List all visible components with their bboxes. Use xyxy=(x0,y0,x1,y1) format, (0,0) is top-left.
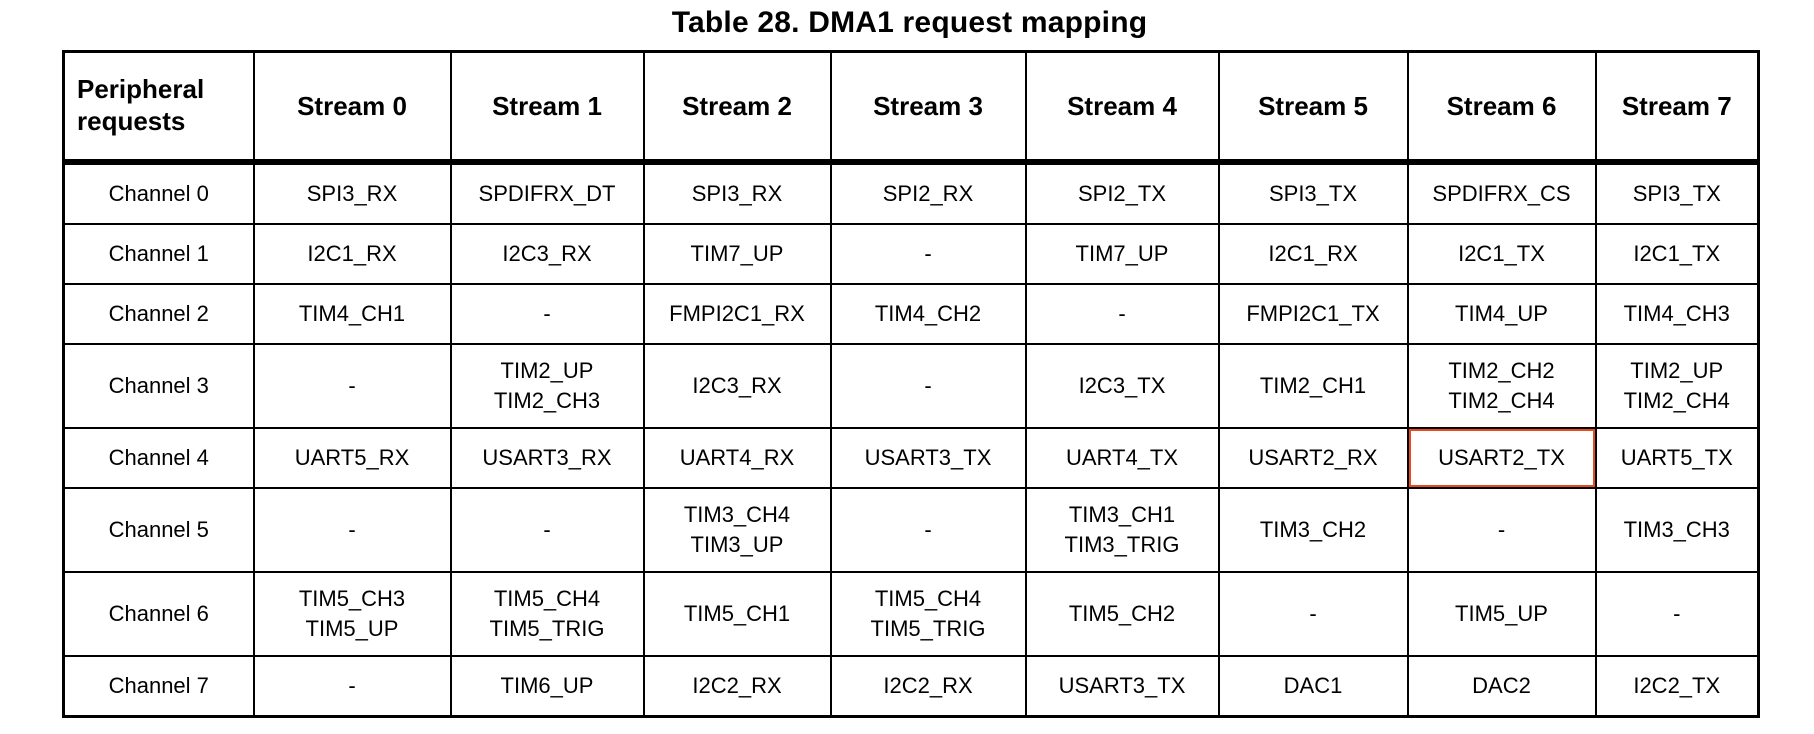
cell: DAC2 xyxy=(1406,655,1597,718)
cell: SPDIFRX_CS xyxy=(1406,161,1597,225)
column-header-stream-5: Stream 5 xyxy=(1217,50,1409,165)
corner-header-peripheral-requests: Peripheral requests xyxy=(62,50,255,165)
row-label: Channel 0 xyxy=(62,161,255,225)
cell: TIM7_UP xyxy=(642,223,832,285)
cell: UART4_TX xyxy=(1024,427,1220,489)
table-title: Table 28. DMA1 request mapping xyxy=(671,6,1148,39)
cell: I2C3_RX xyxy=(449,223,645,285)
cell: - xyxy=(1594,571,1760,657)
highlighted-cell-usart2-tx: USART2_TX xyxy=(1406,427,1597,489)
column-header-stream-6: Stream 6 xyxy=(1406,50,1597,165)
cell: - xyxy=(829,487,1027,573)
cell: - xyxy=(252,343,452,429)
row-label: Channel 2 xyxy=(62,283,255,345)
cell: TIM5_CH4 TIM5_TRIG xyxy=(829,571,1027,657)
dma1-request-mapping-table: Peripheral requests Stream 0 Stream 1 St… xyxy=(62,50,1760,718)
cell: TIM4_CH2 xyxy=(829,283,1027,345)
cell: UART4_RX xyxy=(642,427,832,489)
table-row-channel-6: Channel 6 TIM5_CH3 TIM5_UP TIM5_CH4 TIM5… xyxy=(62,571,1760,657)
cell: UART5_TX xyxy=(1594,427,1760,489)
cell: SPI3_RX xyxy=(642,161,832,225)
cell: SPI3_TX xyxy=(1594,161,1760,225)
cell: - xyxy=(449,487,645,573)
table-row-channel-3: Channel 3 - TIM2_UP TIM2_CH3 I2C3_RX - I… xyxy=(62,343,1760,429)
cell: TIM5_CH4 TIM5_TRIG xyxy=(449,571,645,657)
cell: TIM2_UP TIM2_CH3 xyxy=(449,343,645,429)
cell: SPI3_RX xyxy=(252,161,452,225)
column-header-stream-7: Stream 7 xyxy=(1594,50,1760,165)
cell: SPI3_TX xyxy=(1217,161,1409,225)
cell: I2C2_RX xyxy=(829,655,1027,718)
table-row-channel-4: Channel 4 UART5_RX USART3_RX UART4_RX US… xyxy=(62,427,1760,489)
cell: TIM7_UP xyxy=(1024,223,1220,285)
table-row-channel-5: Channel 5 - - TIM3_CH4 TIM3_UP - TIM3_CH… xyxy=(62,487,1760,573)
cell: - xyxy=(1024,283,1220,345)
cell: TIM4_CH1 xyxy=(252,283,452,345)
cell: TIM5_CH1 xyxy=(642,571,832,657)
cell: TIM6_UP xyxy=(449,655,645,718)
cell: USART3_RX xyxy=(449,427,645,489)
cell: I2C1_TX xyxy=(1594,223,1760,285)
cell: TIM5_CH2 xyxy=(1024,571,1220,657)
column-header-stream-3: Stream 3 xyxy=(829,50,1027,165)
cell: SPI2_TX xyxy=(1024,161,1220,225)
cell: USART3_TX xyxy=(1024,655,1220,718)
cell: I2C3_TX xyxy=(1024,343,1220,429)
cell: TIM2_UP TIM2_CH4 xyxy=(1594,343,1760,429)
cell: - xyxy=(252,655,452,718)
cell: - xyxy=(449,283,645,345)
column-header-stream-4: Stream 4 xyxy=(1024,50,1220,165)
cell: TIM4_UP xyxy=(1406,283,1597,345)
cell: TIM3_CH4 TIM3_UP xyxy=(642,487,832,573)
row-label: Channel 4 xyxy=(62,427,255,489)
cell: TIM4_CH3 xyxy=(1594,283,1760,345)
table-row-channel-1: Channel 1 I2C1_RX I2C3_RX TIM7_UP - TIM7… xyxy=(62,223,1760,285)
cell: UART5_RX xyxy=(252,427,452,489)
cell: I2C2_RX xyxy=(642,655,832,718)
cell: - xyxy=(829,343,1027,429)
cell: TIM3_CH1 TIM3_TRIG xyxy=(1024,487,1220,573)
cell: TIM3_CH2 xyxy=(1217,487,1409,573)
cell: FMPI2C1_RX xyxy=(642,283,832,345)
row-label: Channel 6 xyxy=(62,571,255,657)
header-row: Peripheral requests Stream 0 Stream 1 St… xyxy=(62,50,1760,165)
cell: - xyxy=(252,487,452,573)
row-label: Channel 5 xyxy=(62,487,255,573)
row-label: Channel 7 xyxy=(62,655,255,718)
column-header-stream-1: Stream 1 xyxy=(449,50,645,165)
cell: I2C1_RX xyxy=(1217,223,1409,285)
cell: DAC1 xyxy=(1217,655,1409,718)
table-row-channel-2: Channel 2 TIM4_CH1 - FMPI2C1_RX TIM4_CH2… xyxy=(62,283,1760,345)
row-label: Channel 1 xyxy=(62,223,255,285)
table-row-channel-7: Channel 7 - TIM6_UP I2C2_RX I2C2_RX USAR… xyxy=(62,655,1760,718)
cell: TIM2_CH2 TIM2_CH4 xyxy=(1406,343,1597,429)
cell: I2C3_RX xyxy=(642,343,832,429)
cell: USART3_TX xyxy=(829,427,1027,489)
cell: - xyxy=(829,223,1027,285)
row-label: Channel 3 xyxy=(62,343,255,429)
document-page: Table 28. DMA1 request mapping Periphera… xyxy=(62,6,1760,718)
cell: SPI2_RX xyxy=(829,161,1027,225)
cell: FMPI2C1_TX xyxy=(1217,283,1409,345)
table-container: Table 28. DMA1 request mapping Periphera… xyxy=(62,6,1760,718)
column-header-stream-2: Stream 2 xyxy=(642,50,832,165)
cell: TIM2_CH1 xyxy=(1217,343,1409,429)
cell: - xyxy=(1217,571,1409,657)
cell: - xyxy=(1406,487,1597,573)
cell: TIM5_CH3 TIM5_UP xyxy=(252,571,452,657)
cell: TIM3_CH3 xyxy=(1594,487,1760,573)
cell: I2C1_RX xyxy=(252,223,452,285)
table-row-channel-0: Channel 0 SPI3_RX SPDIFRX_DT SPI3_RX SPI… xyxy=(62,161,1760,225)
cell: SPDIFRX_DT xyxy=(449,161,645,225)
cell: TIM5_UP xyxy=(1406,571,1597,657)
cell: USART2_RX xyxy=(1217,427,1409,489)
column-header-stream-0: Stream 0 xyxy=(252,50,452,165)
cell: I2C2_TX xyxy=(1594,655,1760,718)
cell: I2C1_TX xyxy=(1406,223,1597,285)
